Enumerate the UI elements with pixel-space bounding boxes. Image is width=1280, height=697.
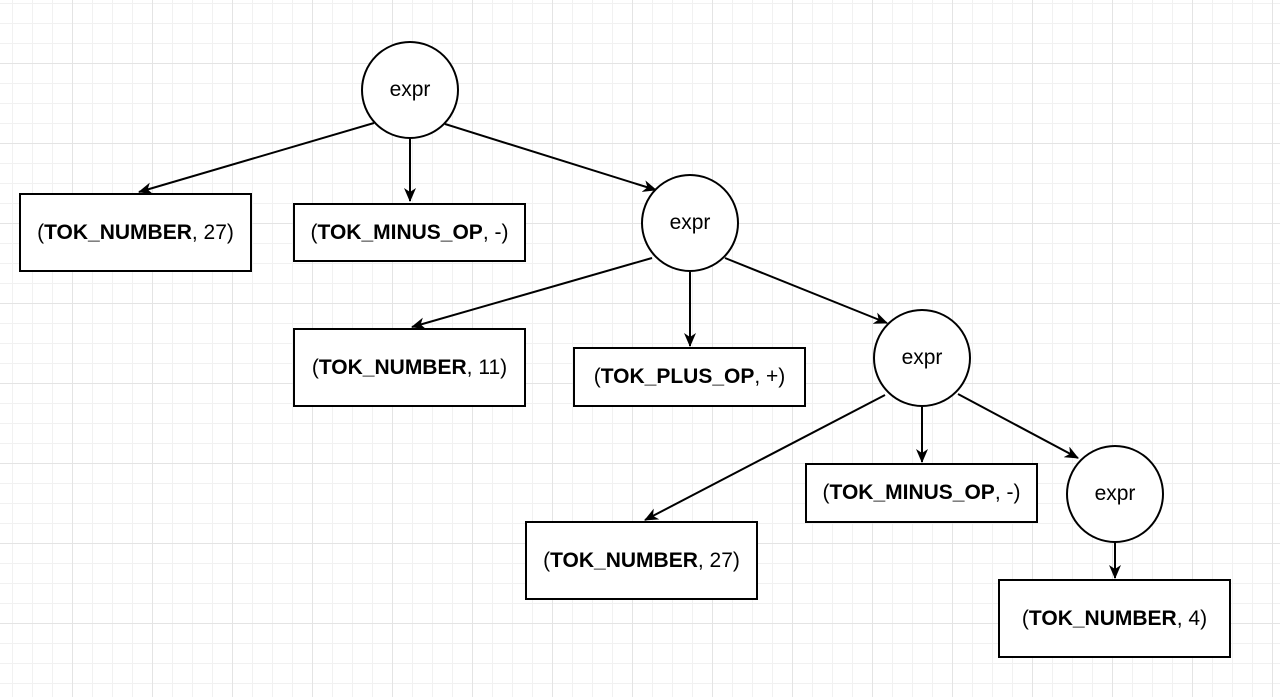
expr-node[interactable]: expr (641, 174, 739, 272)
token-type: TOK_NUMBER (318, 355, 467, 379)
token-type: TOK_PLUS_OP (600, 365, 755, 388)
token-type: TOK_MINUS_OP (317, 220, 483, 244)
token-node[interactable]: (TOK_PLUS_OP, +) (573, 347, 806, 407)
token-node[interactable]: (TOK_NUMBER, 4) (998, 579, 1231, 658)
paren-open: ( (543, 548, 551, 572)
paren-open: ( (822, 481, 830, 504)
edge-arrow (644, 394, 886, 521)
token-type: TOK_MINUS_OP (829, 481, 995, 504)
paren-open: ( (593, 365, 601, 388)
expr-label: expr (389, 78, 431, 101)
paren-open: ( (310, 220, 318, 244)
expr-label: expr (1094, 482, 1136, 505)
paren-close: ) (1200, 606, 1208, 630)
edge-arrow (957, 393, 1079, 459)
token-type: TOK_NUMBER (44, 220, 192, 244)
expr-label: expr (669, 211, 711, 234)
token-value: - (1006, 481, 1014, 504)
token-value: 27 (709, 548, 733, 572)
token-type: TOK_NUMBER (550, 548, 698, 572)
comma: , (1176, 606, 1189, 630)
edge-arrow (411, 257, 653, 330)
paren-open: ( (311, 355, 319, 379)
paren-open: ( (1021, 606, 1029, 630)
comma: , (482, 220, 495, 244)
paren-close: ) (778, 365, 786, 388)
paren-open: ( (37, 220, 45, 244)
paren-close: ) (500, 355, 508, 379)
token-value: 11 (478, 355, 501, 379)
edge-arrow (724, 257, 888, 324)
token-value: - (494, 220, 502, 244)
expr-node[interactable]: expr (1066, 445, 1164, 543)
paren-close: ) (732, 548, 740, 572)
token-value: 4 (1188, 606, 1201, 630)
expr-label: expr (901, 346, 943, 369)
comma: , (994, 481, 1007, 504)
token-node[interactable]: (TOK_MINUS_OP, -) (805, 463, 1038, 523)
edge-arrow (444, 123, 657, 192)
token-node[interactable]: (TOK_NUMBER, 11) (293, 328, 526, 407)
token-value: + (766, 365, 779, 388)
paren-close: ) (1013, 481, 1021, 504)
comma: , (754, 365, 767, 388)
expr-node[interactable]: expr (873, 309, 971, 407)
token-value: 27 (203, 220, 227, 244)
comma: , (697, 548, 710, 572)
comma: , (466, 355, 479, 379)
comma: , (191, 220, 204, 244)
paren-close: ) (501, 220, 509, 244)
token-node[interactable]: (TOK_NUMBER, 27) (525, 521, 758, 600)
token-type: TOK_NUMBER (1028, 606, 1177, 630)
paren-close: ) (226, 220, 234, 244)
token-node[interactable]: (TOK_NUMBER, 27) (19, 193, 252, 272)
edge-arrow (138, 122, 375, 195)
token-node[interactable]: (TOK_MINUS_OP, -) (293, 203, 526, 262)
expr-node[interactable]: expr (361, 41, 459, 139)
